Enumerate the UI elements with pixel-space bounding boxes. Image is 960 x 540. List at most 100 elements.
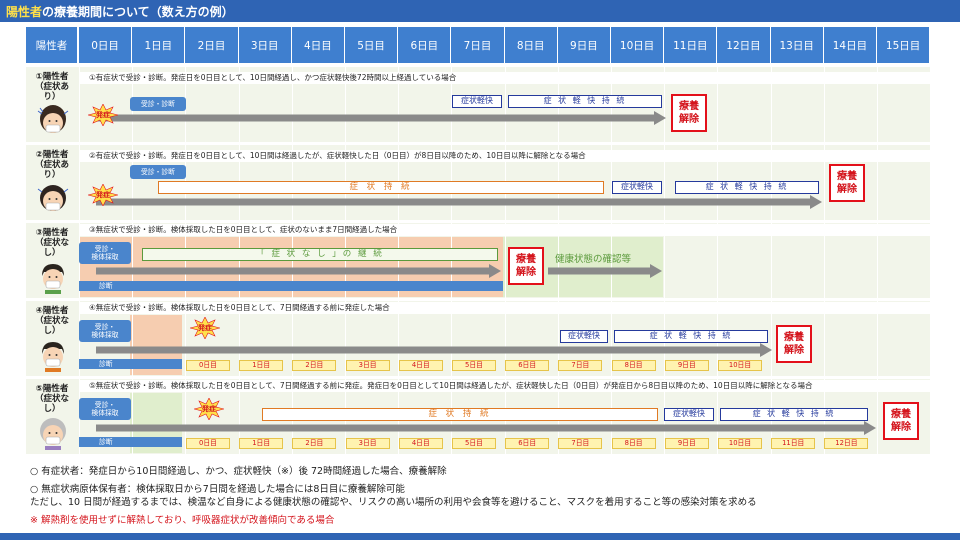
row-1-visit-box: 受診・診断 bbox=[130, 97, 186, 111]
row-4-release-box: 療養解除 bbox=[776, 325, 812, 363]
row-5-mild-box: 症状軽快 bbox=[664, 408, 714, 421]
row-4-day-label: 1日目 bbox=[239, 360, 284, 371]
row-5-day-label: 7日目 bbox=[558, 438, 603, 449]
row-2-symptom-continue-box: 症 状 持 続 bbox=[158, 181, 604, 194]
row-2-visit-box: 受診・診断 bbox=[130, 165, 186, 179]
row-3-health-arrow bbox=[548, 264, 662, 278]
row-5-day-label: 11日目 bbox=[771, 438, 816, 449]
row-5-visit-box: 受診・検体採取 bbox=[79, 398, 131, 420]
row-5-release-box: 療養解除 bbox=[883, 402, 919, 440]
day-separator bbox=[877, 67, 878, 454]
row-4-description: ④無症状で受診・診断。検体採取した日を0日目として、7日間経過する前に発症した場… bbox=[79, 302, 930, 314]
header-day-13: 13日目 bbox=[770, 27, 824, 63]
header-day-5: 5日目 bbox=[345, 27, 399, 63]
row-5-mild-continue-box: 症 状 軽 快 持 続 bbox=[720, 408, 868, 421]
header-day-2: 2日目 bbox=[185, 27, 239, 63]
header-day-9: 9日目 bbox=[557, 27, 611, 63]
row-4-day-label: 4日目 bbox=[398, 360, 443, 371]
row-5-day-label: 4日目 bbox=[398, 438, 443, 449]
row-3-timeline-arrow bbox=[96, 264, 501, 278]
day-separator bbox=[611, 67, 612, 454]
row-5-day-label: 10日目 bbox=[718, 438, 762, 449]
row-4-visit-box: 受診・検体採取 bbox=[79, 320, 131, 342]
day-separator bbox=[823, 67, 825, 454]
row-5-label: ⑤陽性者（症状なし） bbox=[34, 384, 69, 414]
row-2-release-box: 療養解除 bbox=[829, 164, 865, 202]
row-4-label: ④陽性者（症状なし） bbox=[34, 306, 69, 336]
row-1-description: ①有症状で受診・診断。発症日を0日目として、10日間経過し、かつ症状軽快後72時… bbox=[79, 72, 930, 84]
row-3-visit-box: 受診・検体採取 bbox=[79, 242, 131, 264]
row-4-onset-badge: 発症 bbox=[189, 316, 221, 340]
row-4-day-label: 0日目 bbox=[186, 360, 230, 371]
header-day-8: 8日目 bbox=[504, 27, 558, 63]
footer-bar bbox=[0, 533, 960, 540]
row-2-mild-box: 症状軽快 bbox=[612, 181, 662, 194]
row-4-day-label: 2日目 bbox=[292, 360, 337, 371]
row-4-diagnosis-bar: 診断 bbox=[79, 359, 182, 369]
row-5-timeline-arrow bbox=[96, 421, 876, 435]
row-2-label: ②陽性者（症状あり） bbox=[34, 150, 69, 180]
row-4-timeline-arrow bbox=[96, 343, 772, 357]
row-5-day-label: 9日目 bbox=[664, 438, 709, 449]
row-3-description: ③無症状で受診・診断。検体採取した日を0日目として、症状のないまま7日間経過した… bbox=[79, 224, 930, 236]
day-separator bbox=[770, 67, 772, 454]
page-title: 陽性者の療養期間について（数え方の例） bbox=[6, 3, 234, 20]
row-5-onset-badge: 発症 bbox=[193, 397, 225, 421]
row-1-timeline-arrow bbox=[96, 111, 666, 125]
header-day-7: 7日目 bbox=[451, 27, 505, 63]
row-5-day-label: 8日目 bbox=[611, 438, 656, 449]
row-3-health-check-label: 健康状態の確認等 bbox=[555, 254, 632, 265]
title-text: の療養期間について（数え方の例） bbox=[42, 5, 234, 19]
row-5-day-label: 12日目 bbox=[824, 438, 869, 449]
day-separator bbox=[504, 67, 506, 454]
boy-icon bbox=[42, 264, 64, 294]
row-2-onset-badge: 発症 bbox=[87, 183, 119, 207]
header-day-3: 3日目 bbox=[238, 27, 292, 63]
row-5-day-label: 6日目 bbox=[505, 438, 550, 449]
row-3-no-symptom-box: 「 症 状 な し 」の 継 続 bbox=[142, 248, 498, 261]
header-day-4: 4日目 bbox=[291, 27, 345, 63]
man-icon bbox=[42, 342, 64, 372]
note-symptomatic: ○ 有症状者：発症日から10日間経過し、かつ、症状軽快（※）後 72時間経過した… bbox=[30, 466, 447, 477]
day-separator bbox=[132, 67, 134, 454]
header-day-11: 11日目 bbox=[664, 27, 718, 63]
row-4-mild-box: 症状軽快 bbox=[560, 330, 608, 343]
row-4-day-label: 3日目 bbox=[345, 360, 390, 371]
row-1-release-box: 療養解除 bbox=[671, 94, 707, 132]
row-5-day-label: 5日目 bbox=[452, 438, 496, 449]
row-4-day-label: 8日目 bbox=[611, 360, 656, 371]
row-1-onset-badge: 発症 bbox=[87, 103, 119, 127]
row-3-release-box: 療養解除 bbox=[508, 247, 544, 285]
header-day-12: 12日目 bbox=[717, 27, 771, 63]
note-footnote: ※ 解熱剤を使用せずに解熱しており、呼吸器症状が改善傾向である場合 bbox=[30, 515, 335, 526]
header-day-1: 1日目 bbox=[132, 27, 186, 63]
row-2-timeline-arrow bbox=[96, 195, 822, 209]
row-3-label: ③陽性者（症状なし） bbox=[34, 228, 69, 258]
row-5-day-label: 0日目 bbox=[186, 438, 230, 449]
note-asymptomatic: ○ 無症状病原体保有者：検体採取日から7日間を経過した場合には8日目に療養解除可… bbox=[30, 484, 405, 495]
header-day-6: 6日目 bbox=[398, 27, 452, 63]
elderly-woman-icon bbox=[40, 418, 66, 450]
sick-girl-icon bbox=[37, 185, 69, 211]
note-asymptomatic-caveat: ただし、10 日間が経過するまでは、検温など自身による健康状態の確認や、リスクの… bbox=[30, 497, 757, 508]
row-5-day-label: 2日目 bbox=[292, 438, 337, 449]
row-4-mild-continue-box: 症 状 軽 快 持 続 bbox=[614, 330, 768, 343]
row-1-mild-box: 症状軽快 bbox=[452, 95, 502, 108]
row-2-description: ②有症状で受診・診断。発症日を0日目として、10日間は経過したが、症状軽快した日… bbox=[79, 150, 930, 162]
header-day-15: 15日目 bbox=[877, 27, 931, 63]
header-day-14: 14日目 bbox=[823, 27, 877, 63]
row-5-symptom-continue-box: 症 状 持 続 bbox=[262, 408, 658, 421]
row-4-day-label: 7日目 bbox=[558, 360, 603, 371]
title-bar bbox=[0, 0, 960, 22]
row-4-day-label: 9日目 bbox=[664, 360, 709, 371]
row-5-description: ⑤無症状で受診・診断。検体採取した日を0日目として、7日間経過する前に発症。発症… bbox=[79, 380, 930, 392]
sick-woman-icon bbox=[37, 105, 69, 133]
header-day-0: 0日目 bbox=[79, 27, 133, 63]
row-4-day-label: 5日目 bbox=[452, 360, 496, 371]
row-5-day-label: 3日目 bbox=[345, 438, 390, 449]
row-2-mild-continue-box: 症 状 軽 快 持 続 bbox=[675, 181, 819, 194]
header-patient: 陽性者 bbox=[26, 27, 78, 63]
row-4-day-label: 10日目 bbox=[718, 360, 762, 371]
row-5-diagnosis-bar: 診断 bbox=[79, 437, 182, 447]
day-separator bbox=[664, 67, 666, 454]
